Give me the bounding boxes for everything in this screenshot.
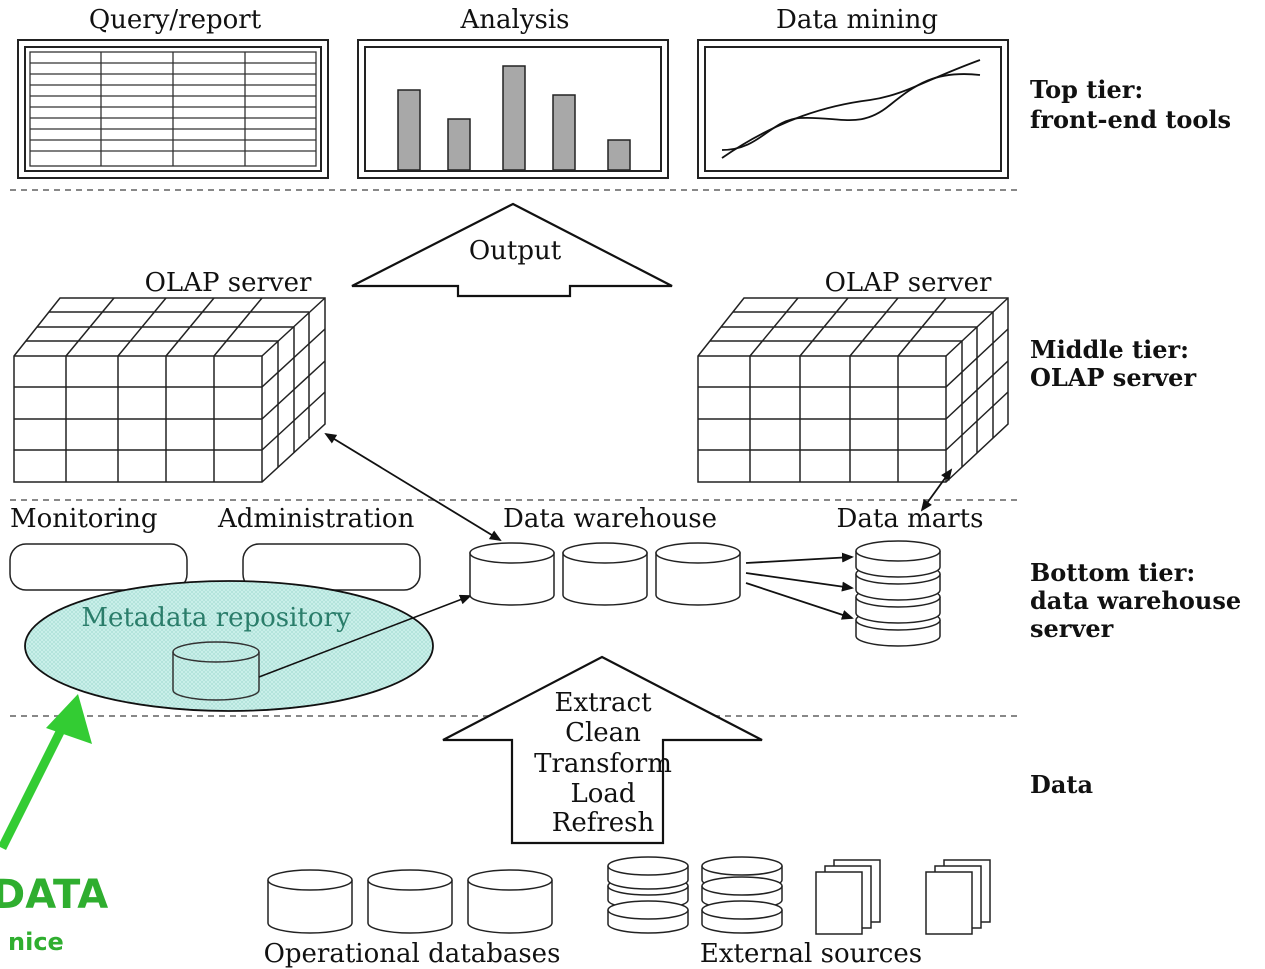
- bottom-tier-label-line1: Bottom tier:: [1030, 558, 1195, 587]
- olap-server-left-label: OLAP server: [145, 268, 312, 298]
- data-marts-db-icon: [855, 540, 941, 647]
- analysis-label: Analysis: [459, 5, 569, 35]
- olap-server-right-label: OLAP server: [825, 268, 992, 298]
- etl-clean-label: Clean: [565, 718, 641, 748]
- analysis-panel: [357, 39, 669, 179]
- output-label: Output: [469, 236, 562, 266]
- metadata-repository: Metadata repository: [24, 580, 472, 712]
- top-tier-label-line1: Top tier:: [1030, 75, 1143, 104]
- query-report-label: Query/report: [89, 5, 262, 35]
- middle-tier: Output OLAP server OLAP server: [13, 202, 1196, 483]
- operational-db-icons: [267, 869, 553, 934]
- metadata-callout: DATA nice: [0, 694, 108, 956]
- etl-extract-label: Extract: [554, 688, 652, 718]
- bar-chart-icon: [397, 65, 631, 171]
- etl-load-label: Load: [570, 779, 635, 809]
- data-warehouse-db-icons: [469, 542, 741, 606]
- data-tier-label: Data: [1030, 770, 1093, 799]
- external-db-icons: [607, 856, 783, 934]
- callout-title: DATA: [0, 872, 108, 918]
- olap-cube-right: [697, 297, 1009, 483]
- bottom-tier-label-line3: server: [1030, 614, 1114, 643]
- data-warehouse-label: Data warehouse: [503, 504, 717, 534]
- bottom-tier-label-line2: data warehouse: [1030, 586, 1241, 615]
- olap-cube-left: [13, 297, 326, 483]
- bottom-tier: Monitoring Administration Data warehouse…: [9, 432, 1241, 712]
- monitoring-box: [9, 543, 188, 591]
- etl-transform-label: Transform: [534, 749, 672, 779]
- tier-separators: [10, 189, 1020, 717]
- query-report-panel: [17, 39, 329, 179]
- middle-tier-label-line1: Middle tier:: [1030, 335, 1189, 364]
- etl-arrow: Extract Clean Transform Load Refresh: [442, 655, 763, 845]
- monitoring-label: Monitoring: [10, 504, 158, 534]
- warehouse-to-marts-arrows: [745, 552, 854, 620]
- external-document-icons: [815, 859, 991, 935]
- administration-label: Administration: [217, 504, 415, 534]
- metadata-repository-label: Metadata repository: [81, 603, 351, 633]
- report-table-icon: [29, 51, 317, 167]
- data-tier: Extract Clean Transform Load Refresh Dat…: [264, 655, 1093, 969]
- olap-right-marts-arrow: [920, 468, 953, 512]
- data-marts-label: Data marts: [837, 504, 984, 534]
- external-sources-label: External sources: [700, 939, 922, 969]
- callout-arrowhead-icon: [46, 694, 92, 744]
- metadata-db-icon: [172, 641, 260, 701]
- data-mining-label: Data mining: [776, 5, 938, 35]
- top-tier-label-line2: front-end tools: [1030, 105, 1231, 134]
- operational-databases-label: Operational databases: [264, 939, 561, 969]
- callout-subtitle: nice: [8, 928, 64, 956]
- middle-tier-label-line2: OLAP server: [1030, 363, 1196, 392]
- olap-left-warehouse-arrow: [324, 432, 502, 542]
- data-mining-panel: [697, 39, 1009, 179]
- etl-refresh-label: Refresh: [552, 808, 655, 838]
- top-tier: Query/report Analysis: [17, 5, 1231, 179]
- curve-fit-icon: [721, 59, 981, 159]
- output-arrow: Output: [351, 202, 673, 298]
